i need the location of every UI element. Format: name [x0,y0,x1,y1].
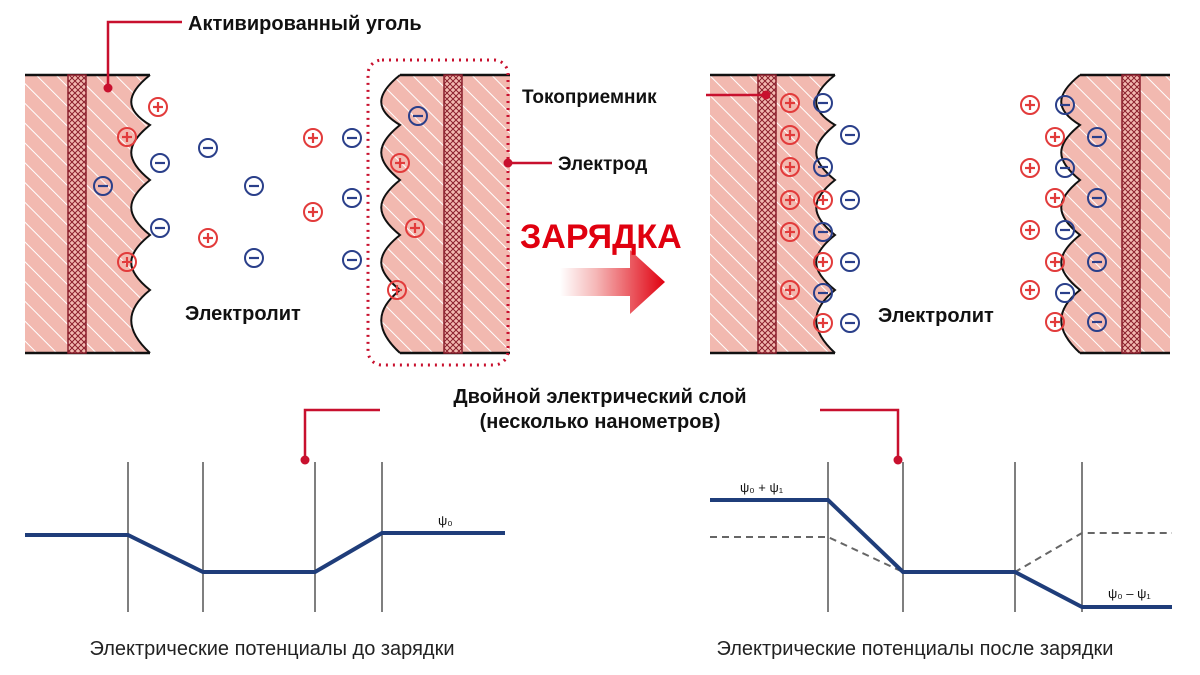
charging-arrow [560,250,665,314]
label-potential-after: Электрические потенциалы после зарядки [717,638,1114,660]
potential-line-reference [710,532,1172,573]
leader-double-layer-right [820,408,903,465]
current-collector-strip [757,74,777,354]
label-potential-before: Электрические потенциалы до зарядки [89,638,454,660]
label-activated-carbon: Активированный уголь [188,13,422,35]
potential-line-before [25,531,505,574]
electrode-highlight [366,58,510,367]
potential-line-after [710,498,1172,609]
label-double-layer-1: Двойной электрический слой [453,386,746,408]
label-double-layer-2: (несколько нанометров) [480,411,721,433]
current-collector-strip [443,74,463,354]
label-current-collector: Токоприемник [522,87,657,108]
potential-graph-after: ψ₀ + ψ₁ ψ₀ – ψ₁ [710,462,1172,612]
leader-electrode [503,158,552,168]
label-electrode: Электрод [558,154,647,175]
label-charging: ЗАРЯДКА [520,218,682,256]
label-electrolyte-left: Электролит [185,303,301,325]
electrode-left-1 [25,73,152,355]
label-psi0-minus-psi1: ψ₀ – ψ₁ [1108,586,1151,601]
electrode-right-2 [1060,73,1170,355]
leader-current-collector [706,90,771,100]
potential-graph-before: ψ₀ [25,462,505,612]
label-psi0: ψ₀ [438,513,453,528]
current-collector-strip [1121,74,1141,354]
label-psi0-plus-psi1: ψ₀ + ψ₁ [740,480,784,495]
leader-double-layer-left [300,408,380,465]
label-electrolyte-right: Электролит [878,305,994,327]
electrode-right-1 [710,73,837,355]
leader-activated-carbon [103,20,182,93]
electrode-left-2 [380,73,510,355]
current-collector-strip [67,74,87,354]
